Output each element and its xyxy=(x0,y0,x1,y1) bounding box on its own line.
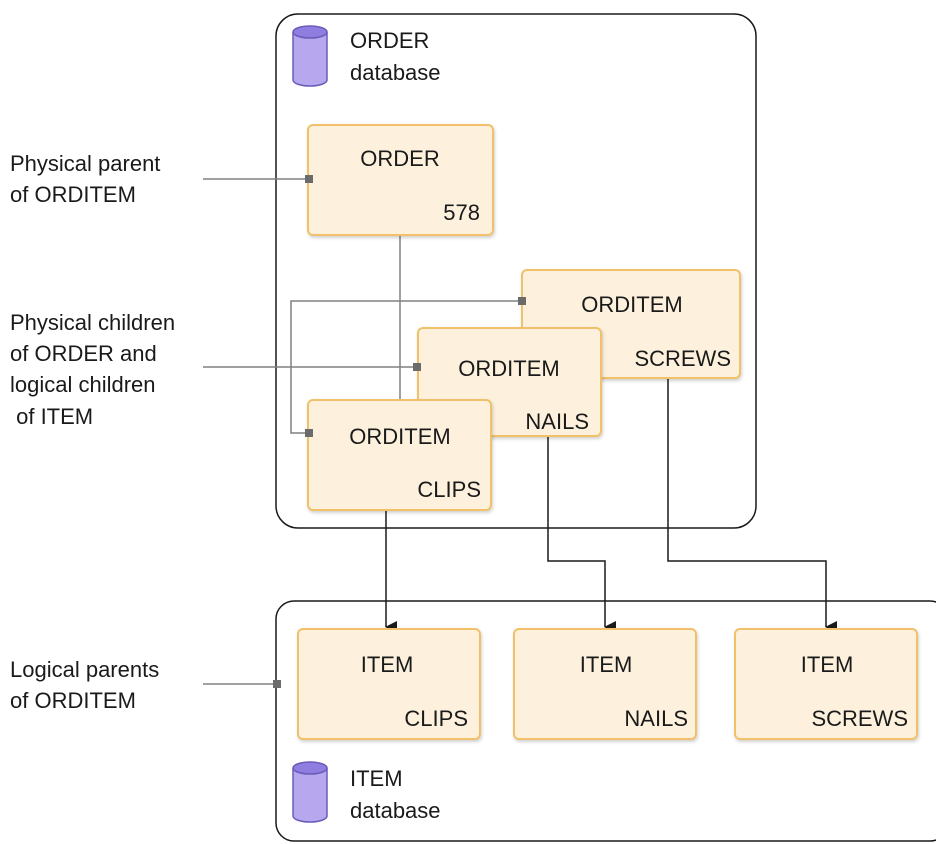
callout-line: of ORDITEM xyxy=(10,182,136,207)
callout-line: logical children xyxy=(10,372,156,397)
logical-pointer-screws xyxy=(667,379,837,633)
segment-item-clips: ITEM CLIPS xyxy=(297,628,481,740)
callout-anchor xyxy=(273,680,281,688)
segment-name: ITEM xyxy=(801,652,854,677)
order-database-label-line2: database xyxy=(350,60,441,85)
callout-anchor xyxy=(305,175,313,183)
callout-line: Physical parent xyxy=(10,151,160,176)
segment-key: SCREWS xyxy=(634,346,731,371)
segment-name: ITEM xyxy=(361,652,414,677)
callout-line: Logical parents xyxy=(10,657,159,682)
segment-key: SCREWS xyxy=(811,706,908,731)
callout-line: of ITEM xyxy=(10,404,93,429)
item-database-label-line2: database xyxy=(350,798,441,823)
database-icon xyxy=(292,25,328,87)
order-database-label-line1: ORDER xyxy=(350,28,429,53)
callout-anchor xyxy=(305,429,313,437)
segment-key: CLIPS xyxy=(404,706,468,731)
callout-line: of ORDITEM xyxy=(10,688,136,713)
callout-logical-parents: Logical parents of ORDITEM xyxy=(10,657,159,713)
segment-item-nails: ITEM NAILS xyxy=(513,628,697,740)
segment-key: NAILS xyxy=(624,706,688,731)
segment-item-screws: ITEM SCREWS xyxy=(734,628,918,740)
callout-anchor xyxy=(518,297,526,305)
segment-key: NAILS xyxy=(525,409,589,434)
segment-key: 578 xyxy=(443,200,480,225)
callout-line: Physical children xyxy=(10,310,175,335)
segment-name: ORDER xyxy=(360,146,439,171)
segment-name: ITEM xyxy=(580,652,633,677)
callout-physical-parent: Physical parent of ORDITEM xyxy=(10,151,160,207)
callout-physical-children: Physical children of ORDER and logical c… xyxy=(10,310,175,429)
segment-key: CLIPS xyxy=(417,477,481,502)
segment-orditem-clips: ORDITEM CLIPS xyxy=(307,399,492,511)
callout-line: of ORDER and xyxy=(10,341,157,366)
callout-anchor xyxy=(413,363,421,371)
segment-name: ORDITEM xyxy=(581,292,682,317)
logical-pointer-nails xyxy=(547,437,616,633)
segment-order: ORDER 578 xyxy=(307,124,494,236)
segment-name: ORDITEM xyxy=(349,424,450,449)
segment-name: ORDITEM xyxy=(458,356,559,381)
item-database-label-line1: ITEM xyxy=(350,766,403,791)
database-icon xyxy=(292,761,328,823)
